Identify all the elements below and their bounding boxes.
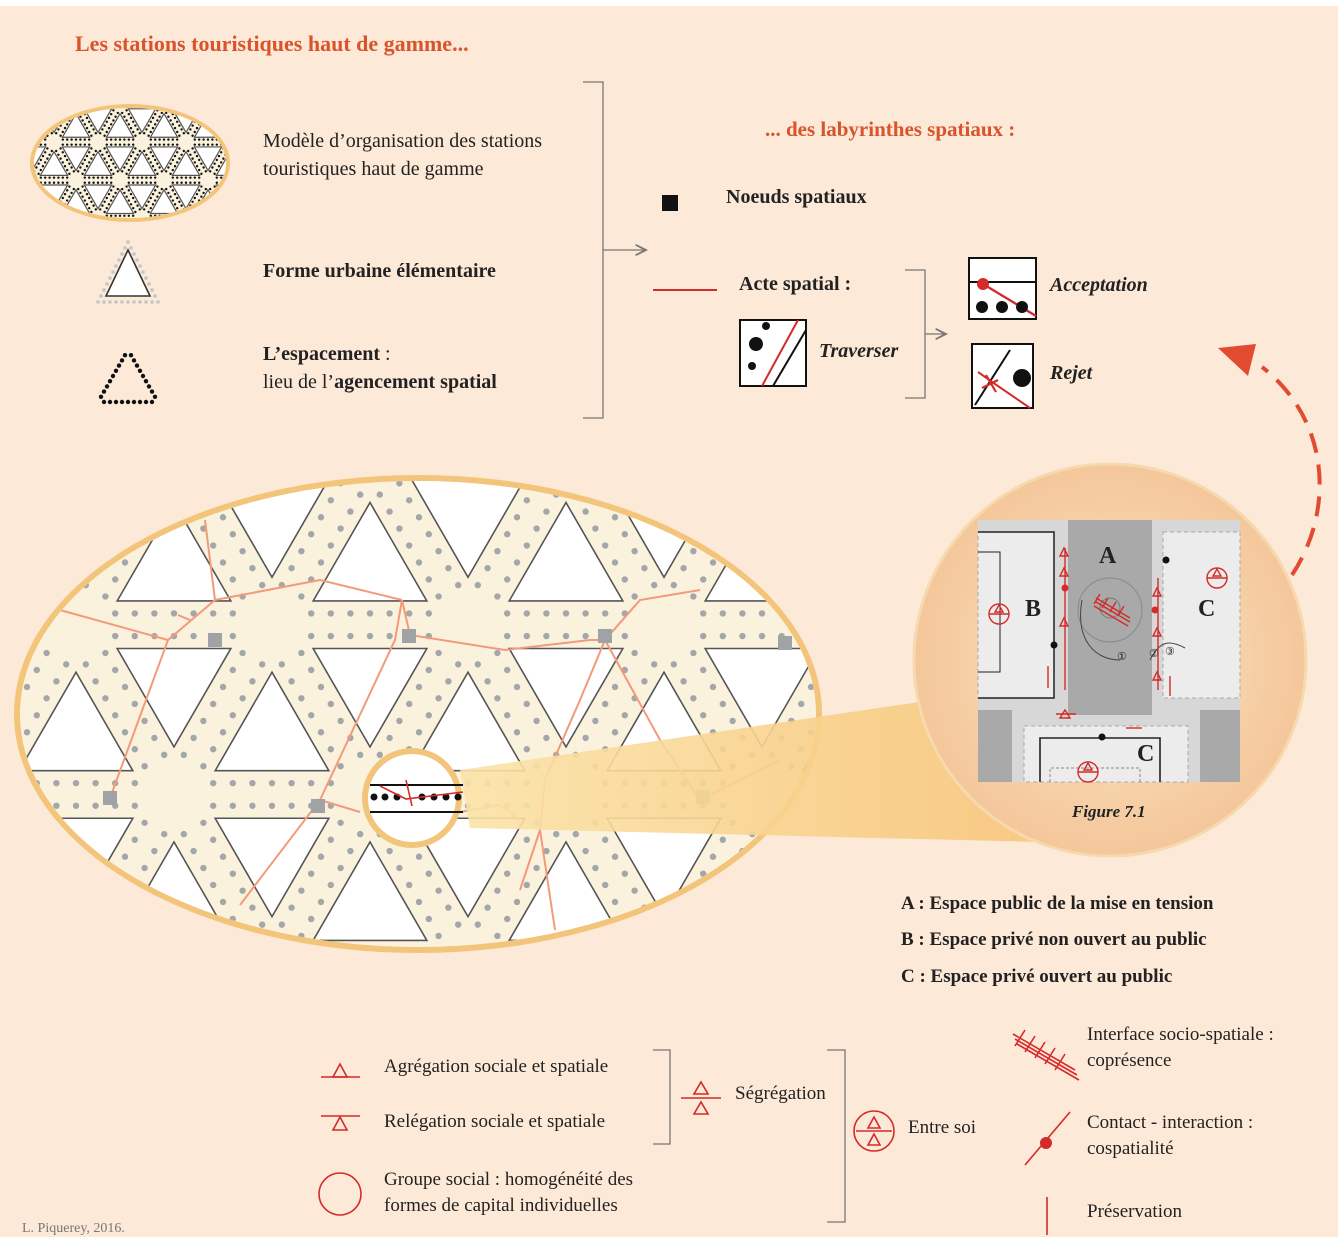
espacement-line2-term: agencement spatial (334, 371, 497, 393)
relegation-label: Relégation sociale et spatiale (384, 1111, 606, 1132)
espacement-term: L’espacement (263, 343, 381, 365)
preservation-label: Préservation (1087, 1201, 1182, 1222)
entre-soi-icon (853, 1110, 895, 1152)
subtitle: ... des labyrinthes spatiaux : (765, 117, 1016, 141)
figure-7-1 (912, 462, 1308, 858)
station-map (14, 475, 822, 953)
segregation-icon (681, 1080, 721, 1115)
espacement-colon: : (380, 343, 391, 365)
return-arrow (1218, 344, 1322, 577)
credit: L. Piquerey, 2016. (22, 1221, 125, 1236)
agregation-icon (321, 1062, 360, 1078)
espacement-icon (98, 353, 158, 405)
contact-label-2: cospatialité (1087, 1138, 1174, 1159)
rejet-icon (971, 343, 1034, 409)
noeuds-label: Noeuds spatiaux (726, 186, 867, 208)
interface-icon (1012, 1029, 1080, 1081)
model-icon (30, 104, 230, 222)
figure-label-a: A (1099, 543, 1117, 569)
figure-step-2: ② (1149, 648, 1159, 660)
figure-step-1: ① (1117, 651, 1127, 663)
page-title: Les stations touristiques haut de gamme.… (75, 31, 469, 56)
figure-step-3: ③ (1165, 646, 1175, 658)
entre-soi-bracket (827, 1049, 846, 1223)
groupe-label-2: formes de capital individuelles (384, 1195, 618, 1216)
groupe-label-1: Groupe social : homogénéité des (384, 1169, 634, 1190)
relegation-icon (321, 1115, 360, 1131)
figure-label-c2: C (1137, 741, 1155, 767)
figure-label-c: C (1198, 596, 1216, 622)
acceptation-label: Acceptation (1050, 274, 1148, 296)
segregation-bracket (653, 1049, 671, 1145)
traverser-label: Traverser (819, 340, 899, 362)
zoom-lens (362, 748, 464, 848)
interface-label-1: Interface socio-spatiale : (1087, 1024, 1274, 1045)
segregation-label: Ségrégation (735, 1083, 826, 1104)
entre-soi-label: Entre soi (908, 1117, 977, 1138)
model-label-1: Modèle d’organisation des stations (263, 130, 543, 152)
acceptation-icon (968, 257, 1037, 320)
rejet-label: Rejet (1050, 362, 1093, 384)
figure-caption: Figure 7.1 (1072, 802, 1146, 821)
model-label-2: touristiques haut de gamme (263, 158, 484, 180)
contact-label-1: Contact - interaction : (1087, 1112, 1254, 1133)
zoom-beam (460, 690, 1040, 842)
forme-urbaine-icon (96, 240, 160, 304)
espacement-line2-start: lieu de l’ (263, 371, 335, 393)
figure-label-b: B (1025, 596, 1042, 622)
interface-label-2: coprésence (1087, 1050, 1172, 1071)
acte-label: Acte spatial : (739, 273, 852, 295)
espacement-line2: lieu de l’agencement spatial (263, 371, 497, 394)
zone-c-label: C : Espace privé ouvert au public (901, 966, 1173, 987)
zone-a-label: A : Espace public de la mise en tension (901, 893, 1214, 914)
groupe-social-icon (318, 1172, 362, 1216)
forme-label: Forme urbaine élémentaire (263, 260, 496, 282)
agregation-label: Agrégation sociale et spatiale (384, 1056, 609, 1077)
noeud-square-icon (662, 195, 678, 211)
traverser-icon (739, 319, 807, 387)
espacement-label: L’espacement : (263, 343, 391, 366)
zone-b-label: B : Espace privé non ouvert au public (901, 929, 1207, 950)
